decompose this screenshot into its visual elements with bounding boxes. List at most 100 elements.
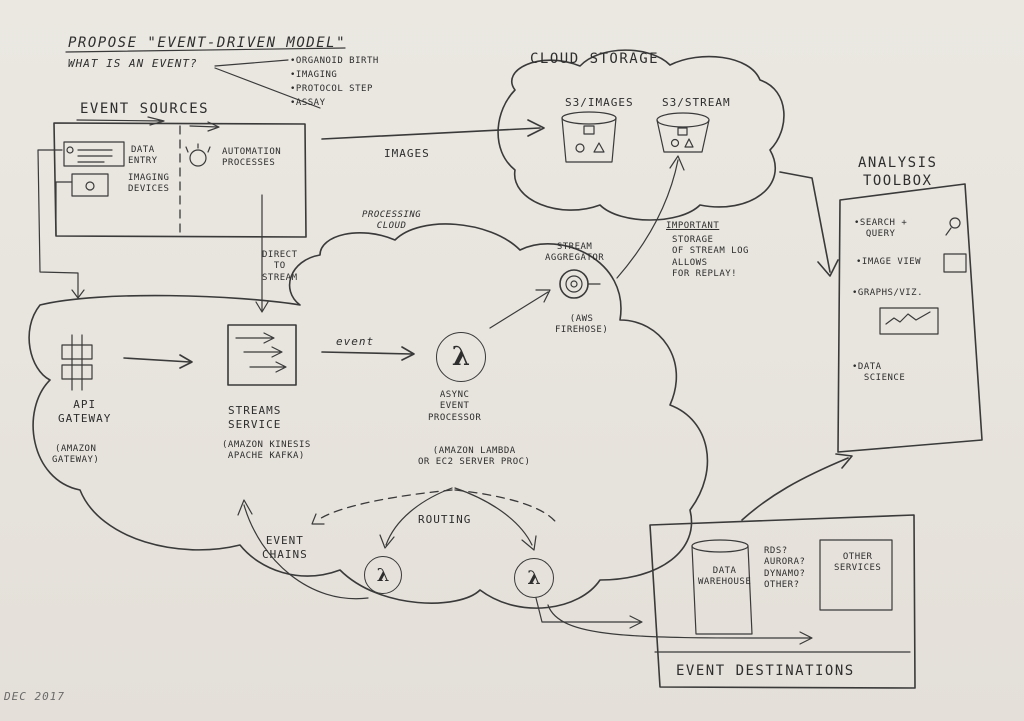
data-entry-label: DATA ENTRY: [128, 145, 158, 167]
api-gateway-label: API GATEWAY: [58, 398, 112, 425]
s3-stream-label: S3/STREAM: [662, 96, 731, 109]
bucket-icon-images: [561, 117, 617, 163]
sources-to-gateway-arrow: [37, 149, 85, 299]
event-chains-arrow: [237, 499, 369, 600]
streams-service-sub: (AMAZON KINESIS APACHE KAFKA): [222, 440, 311, 462]
routing-dashed-left-head: [311, 513, 325, 525]
images-arrow: [321, 119, 545, 140]
example-pointer-line: [214, 59, 289, 67]
async-processor-label: ASYNC EVENT PROCESSOR: [428, 390, 482, 423]
processing-cloud-heading: PROCESSING CLOUD: [362, 210, 422, 232]
stream-bucket-square: [677, 127, 688, 136]
bucket-icon-top: [561, 111, 617, 125]
destinations-to-toolbox-arrow: [741, 453, 853, 521]
event-destinations-heading: EVENT DESTINATIONS: [676, 663, 855, 679]
direct-to-stream-arrow: [255, 194, 269, 313]
automation-processes-label: AUTOMATION PROCESSES: [222, 147, 282, 169]
streams-service-label: STREAMS SERVICE: [228, 404, 282, 431]
data-entry-dot: [66, 146, 74, 154]
stream-arrows-icon: [227, 324, 297, 386]
example-assay: •ASSAY: [290, 98, 326, 108]
gateway-icon-bottom: [61, 364, 93, 380]
data-warehouse-cylinder: [691, 545, 753, 635]
storage-to-toolbox-arrow: [779, 171, 839, 277]
bucket-icon-stream-top: [656, 112, 710, 128]
stream-aggregator-sub: (AWS FIREHOSE): [555, 314, 609, 336]
image-icon: [943, 253, 967, 273]
lambda-icon-chain: λ: [364, 556, 402, 594]
processor-to-aggregator-arrow: [489, 289, 551, 329]
imaging-devices-label: IMAGING DEVICES: [128, 173, 170, 195]
gear-icon: [189, 149, 207, 167]
gateway-icon-pillars: [71, 334, 83, 391]
routing-arrow-left: [379, 487, 453, 549]
sources-arrow-1: [76, 116, 165, 126]
example-imaging: •IMAGING: [290, 70, 338, 80]
event-question: WHAT IS AN EVENT?: [68, 57, 198, 70]
gateway-to-streams-arrow: [123, 354, 193, 369]
target-center: [570, 280, 578, 288]
analysis-toolbox-heading: ANALYSIS TOOLBOX: [858, 155, 938, 189]
aggregator-to-storage-arrow: [616, 155, 685, 279]
database-options-label: RDS? AURORA? DYNAMO? OTHER?: [764, 546, 806, 590]
example-organoid-birth: •ORGANOID BIRTH: [290, 56, 379, 66]
graph-line: [885, 311, 931, 325]
line-graph-icon: [879, 307, 939, 335]
gateway-icon-top: [61, 344, 93, 360]
toolbox-graphs-viz: •GRAPHS/VIZ.: [852, 288, 924, 298]
bucket-triangle: [593, 142, 605, 153]
bucket-circle: [575, 143, 585, 153]
event-arrow-label: event: [336, 335, 375, 348]
imaging-connector: [55, 181, 73, 236]
lambda-to-destination-arrow: [535, 597, 643, 629]
storage-note-important: IMPORTANT: [666, 221, 720, 231]
data-warehouse-top: [691, 539, 749, 553]
api-gateway-sub: (AMAZON GATEWAY): [52, 444, 100, 466]
event-chains-label: EVENT CHAINS: [262, 534, 308, 561]
routing-dashed-left: [317, 489, 453, 521]
other-services-label: OTHER SERVICES: [834, 552, 882, 574]
imaging-device-icon: [71, 173, 109, 197]
routing-dashed-right: [454, 489, 559, 526]
sources-arrow-2: [189, 121, 220, 132]
example-protocol-step: •PROTOCOL STEP: [290, 84, 373, 94]
direct-to-stream-label: DIRECT TO STREAM: [262, 250, 298, 283]
event-sources-box: [53, 122, 307, 238]
event-destinations-box: [649, 514, 916, 689]
data-warehouse-label: DATA WAREHOUSE: [698, 566, 752, 588]
bucket-icon-stream: [656, 119, 710, 153]
routing-arrow-right: [454, 487, 537, 551]
stream-bucket-triangle: [684, 138, 694, 148]
target-ring: [565, 275, 583, 293]
event-sources-heading: EVENT SOURCES: [80, 101, 210, 117]
storage-replay-note: STORAGE OF STREAM LOG ALLOWS FOR REPLAY!: [672, 235, 749, 279]
s3-images-label: S3/IMAGES: [565, 96, 634, 109]
other-services-box: [819, 539, 893, 611]
date-stamp: DEC 2017: [4, 690, 65, 703]
routing-label: ROUTING: [418, 513, 472, 526]
async-processor-sub: (AMAZON LAMBDA OR EC2 SERVER PROC): [418, 446, 531, 468]
event-arrow: [321, 346, 415, 361]
stream-aggregator-label: STREAM AGGREGATOR: [545, 242, 605, 264]
example-pointer-line-2: [214, 67, 321, 109]
lambda-to-destination-arrow-2: [547, 604, 813, 645]
toolbox-image-view: •IMAGE VIEW: [856, 257, 922, 267]
lambda-icon-processor: λ: [436, 332, 486, 382]
analysis-toolbox-box: [837, 183, 983, 453]
stream-arrows: [235, 332, 287, 373]
toolbox-search-query: •SEARCH + QUERY: [854, 218, 908, 240]
bucket-square: [583, 125, 595, 135]
toolbox-data-science: •DATA SCIENCE: [852, 362, 906, 384]
lambda-icon-destination: λ: [514, 558, 554, 598]
data-entry-monitor-icon: [63, 141, 125, 167]
cloud-storage-outline: [497, 49, 785, 221]
stream-bucket-circle: [670, 138, 680, 148]
target-icon: [559, 269, 589, 299]
gear-teeth: [185, 143, 211, 153]
magnifier-handle: [945, 227, 952, 236]
cloud-storage-heading: CLOUD STORAGE: [530, 51, 660, 67]
images-arrow-label: IMAGES: [384, 147, 430, 160]
title-underline: [65, 47, 346, 53]
imaging-lens: [85, 181, 95, 191]
